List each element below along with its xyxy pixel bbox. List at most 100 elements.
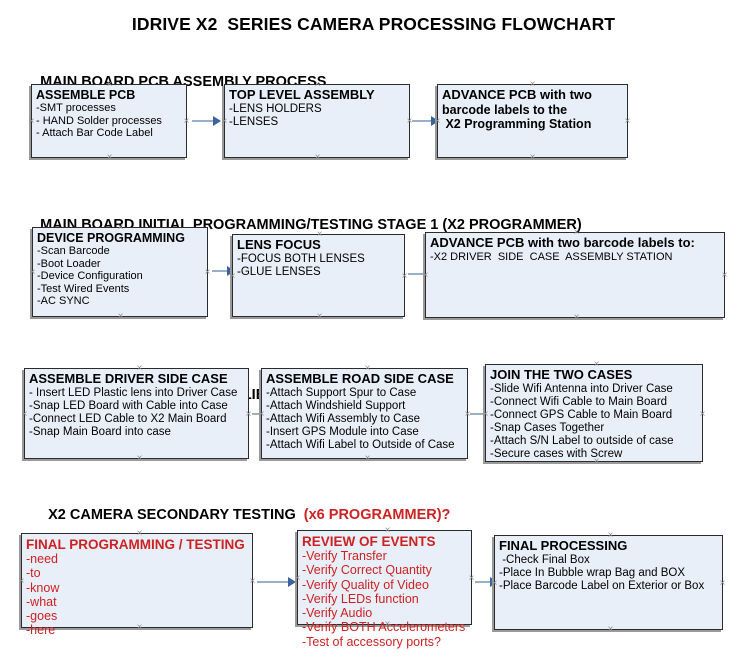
box-line: X2 Programming Station (442, 116, 592, 131)
box-line: -Attach S/N Label to outside of case (490, 434, 674, 447)
connection-handle-right[interactable] (718, 579, 727, 588)
box-join-the-two-cases[interactable]: JOIN THE TWO CASES -Slide Wifi Antenna i… (485, 364, 703, 462)
box-line: -Place Barcode Label on Exterior or Box (499, 579, 705, 592)
arrow-final-programming-to-review-of-events (257, 577, 297, 587)
box-line: -GLUE LENSES (237, 265, 321, 278)
box-line: -Connect Wifi Cable to Main Board (490, 395, 668, 408)
box-title: JOIN THE TWO CASES (490, 367, 633, 382)
connection-handle-right[interactable] (720, 271, 729, 280)
connection-handle-bottom[interactable] (572, 313, 581, 322)
connection-handle-bottom[interactable] (606, 625, 615, 634)
connection-handle-left[interactable] (17, 577, 26, 586)
box-line: -Slide Wifi Antenna into Driver Case (490, 382, 673, 395)
box-title: FINAL PROCESSING (499, 538, 628, 553)
box-title: ASSEMBLE PCB (36, 88, 136, 102)
connection-handle-right[interactable] (623, 117, 632, 126)
box-line: -Verify Correct Quantity (302, 563, 432, 578)
box-line: -Verify LEDs function (302, 591, 419, 606)
box-final-processing[interactable]: FINAL PROCESSING -Check Final Box -Place… (494, 535, 723, 630)
box-device-programming[interactable]: DEVICE PROGRAMMING -Scan Barcode -Boot L… (32, 227, 208, 317)
box-line: -Attach Wifi Label to Outside of Case (266, 438, 455, 451)
box-line: - Attach Bar Code Label (36, 127, 153, 140)
box-final-programming-testing[interactable]: FINAL PROGRAMMING / TESTING -need -to -k… (21, 533, 253, 637)
box-line: -Boot Loader (37, 257, 101, 270)
connection-handle-top[interactable] (606, 531, 615, 540)
box-line: -Insert GPS Module into Case (266, 425, 419, 438)
connection-handle-bottom[interactable] (383, 620, 392, 629)
section-heading-accent: (x6 PROGRAMMER)? (299, 507, 451, 523)
connection-handle-top[interactable] (105, 80, 114, 89)
connection-handle-top[interactable] (315, 230, 324, 239)
connection-handle-top[interactable] (135, 529, 144, 538)
box-line: -Attach Wifi Assembly to Case (266, 412, 421, 425)
box-line: -know (26, 580, 60, 595)
connection-handle-left[interactable] (220, 117, 229, 126)
box-title: ASSEMBLE DRIVER SIDE CASE (29, 371, 228, 386)
box-line: -Snap Cases Together (490, 421, 605, 434)
box-title: REVIEW OF EVENTS (302, 534, 436, 549)
box-line: -Device Configuration (37, 270, 143, 283)
box-line: -Verify BOTH Accelerometers (302, 620, 466, 635)
connection-handle-top[interactable] (592, 360, 601, 369)
connection-handle-right[interactable] (698, 410, 707, 419)
box-assemble-driver-side-case[interactable]: ASSEMBLE DRIVER SIDE CASE - Insert LED P… (24, 368, 249, 459)
connection-handle-top[interactable] (383, 526, 392, 535)
box-line: -Place In Bubble wrap Bag and BOX (499, 566, 686, 579)
box-line: -Attach Support Spur to Case (266, 386, 417, 399)
arrow-assemble-pcb-to-top-level-assembly (192, 116, 222, 126)
connection-handle-top[interactable] (116, 223, 125, 232)
page-title: IDRIVE X2 SERIES CAMERA PROCESSING FLOWC… (131, 14, 616, 34)
connection-handle-bottom[interactable] (528, 153, 537, 162)
connection-handle-bottom[interactable] (135, 623, 144, 632)
connection-handle-bottom[interactable] (315, 312, 324, 321)
connection-handle-top[interactable] (572, 228, 581, 237)
connection-handle-bottom[interactable] (313, 153, 322, 162)
connection-handle-right[interactable] (182, 117, 191, 126)
connection-handle-left[interactable] (228, 272, 237, 281)
box-assemble-pcb[interactable]: ASSEMBLE PCB -SMT processes - HAND Solde… (31, 84, 187, 158)
box-top-level-assembly[interactable]: TOP LEVEL ASSEMBLY -LENS HOLDERS -LENSES (224, 84, 410, 158)
connection-handle-left[interactable] (293, 574, 302, 583)
connection-handle-bottom[interactable] (592, 457, 601, 466)
box-line: -LENS HOLDERS (229, 102, 322, 115)
connection-handle-left[interactable] (490, 579, 499, 588)
box-line: -Check Final Box (499, 553, 590, 566)
box-advance-pcb-to-driver-side-case-station[interactable]: ADVANCE PCB with two barcode labels to: … (425, 232, 725, 318)
box-line: - HAND Solder processes (36, 114, 162, 127)
connection-handle-top[interactable] (313, 80, 322, 89)
box-line: -X2 DRIVER SIDE CASE ASSEMBLY STATION (430, 250, 673, 263)
connection-handle-top[interactable] (528, 80, 537, 89)
connection-handle-left[interactable] (433, 117, 442, 126)
box-line: -what (26, 594, 57, 609)
box-advance-pcb-to-x2-programming-station[interactable]: ADVANCE PCB with two barcode labels to t… (437, 84, 628, 158)
box-review-of-events[interactable]: REVIEW OF EVENTS -Verify Transfer -Verif… (297, 530, 472, 649)
connection-handle-bottom[interactable] (363, 454, 372, 463)
connection-handle-left[interactable] (28, 268, 37, 277)
box-assemble-road-side-case[interactable]: ASSEMBLE ROAD SIDE CASE -Attach Support … (261, 368, 468, 459)
connection-handle-top[interactable] (135, 364, 144, 373)
box-title: TOP LEVEL ASSEMBLY (229, 87, 375, 102)
box-title: ADVANCE PCB with two (442, 87, 592, 102)
box-title: LENS FOCUS (237, 237, 321, 252)
connection-handle-bottom[interactable] (105, 153, 114, 162)
connection-handle-top[interactable] (363, 364, 372, 373)
connection-handle-right[interactable] (248, 577, 257, 586)
connection-handle-left[interactable] (27, 117, 36, 126)
section-heading-x2-camera-secondary-testing: X2 CAMERA SECONDARY TESTING (x6 PROGRAMM… (32, 491, 450, 539)
connection-handle-right[interactable] (203, 268, 212, 277)
connection-handle-left[interactable] (481, 410, 490, 419)
box-line: -goes (26, 609, 58, 624)
connection-handle-bottom[interactable] (116, 312, 125, 321)
box-line: -Verify Quality of Video (302, 577, 429, 592)
box-title: ADVANCE PCB with two barcode labels to: (430, 235, 695, 250)
connection-handle-left[interactable] (20, 410, 29, 419)
connection-handle-left[interactable] (421, 271, 430, 280)
box-line: -here (26, 623, 56, 638)
connection-handle-left[interactable] (257, 410, 266, 419)
box-line: -LENSES (229, 115, 279, 128)
box-line: -Connect LED Cable to X2 Main Board (29, 412, 227, 425)
box-lens-focus[interactable]: LENS FOCUS -FOCUS BOTH LENSES -GLUE LENS… (232, 234, 405, 317)
box-line: -need (26, 552, 58, 567)
connection-handle-bottom[interactable] (135, 454, 144, 463)
